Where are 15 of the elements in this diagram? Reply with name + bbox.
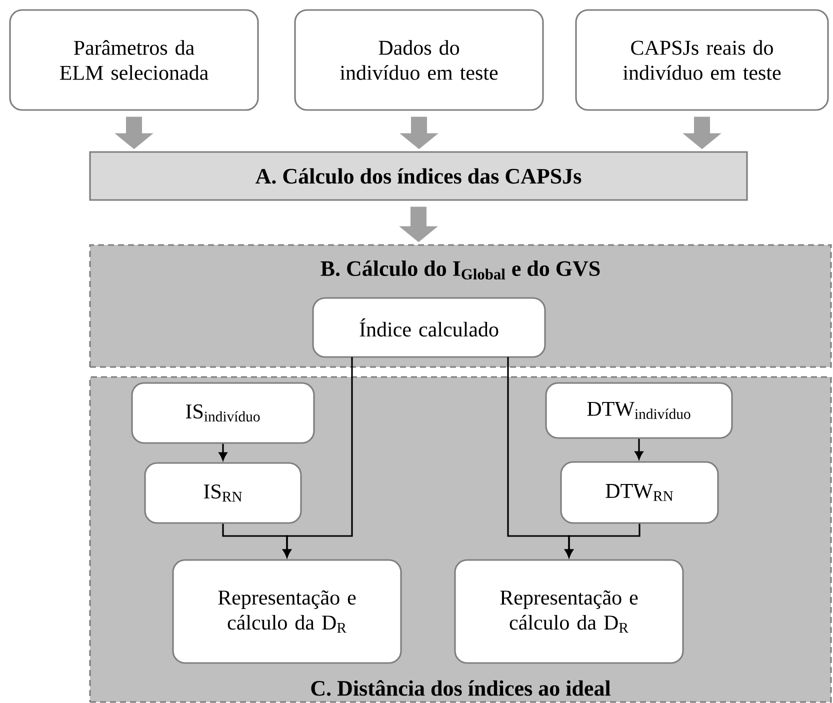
arrow (564, 524, 640, 558)
process-box: IS$_{RN}$ (144, 462, 302, 524)
arrow (282, 357, 353, 558)
process-box: $\text{IS}_{\text{indivíduo}}$ (131, 382, 315, 444)
process-box: $\text{DTW}_{\text{indivíduo}}$ (545, 382, 733, 439)
section-band: A. Cálculo dos índices das CAPSJs (89, 151, 748, 201)
process-box: Índice calculado (312, 297, 546, 358)
process-box: Representação e cálculo da D$_{R}$ (454, 559, 684, 664)
process-box: CAPSJs reais do indivíduo em teste (575, 9, 829, 111)
process-box: DTW$_{RN}$ (560, 461, 719, 524)
process-box: Dados do indivíduo em teste (294, 9, 544, 111)
arrow (634, 438, 644, 460)
arrow (218, 444, 228, 460)
process-box: Parâmetros da ELM selecionada (9, 9, 259, 111)
process-box: Representação e cálculo da D$_{R}$ (172, 559, 402, 664)
